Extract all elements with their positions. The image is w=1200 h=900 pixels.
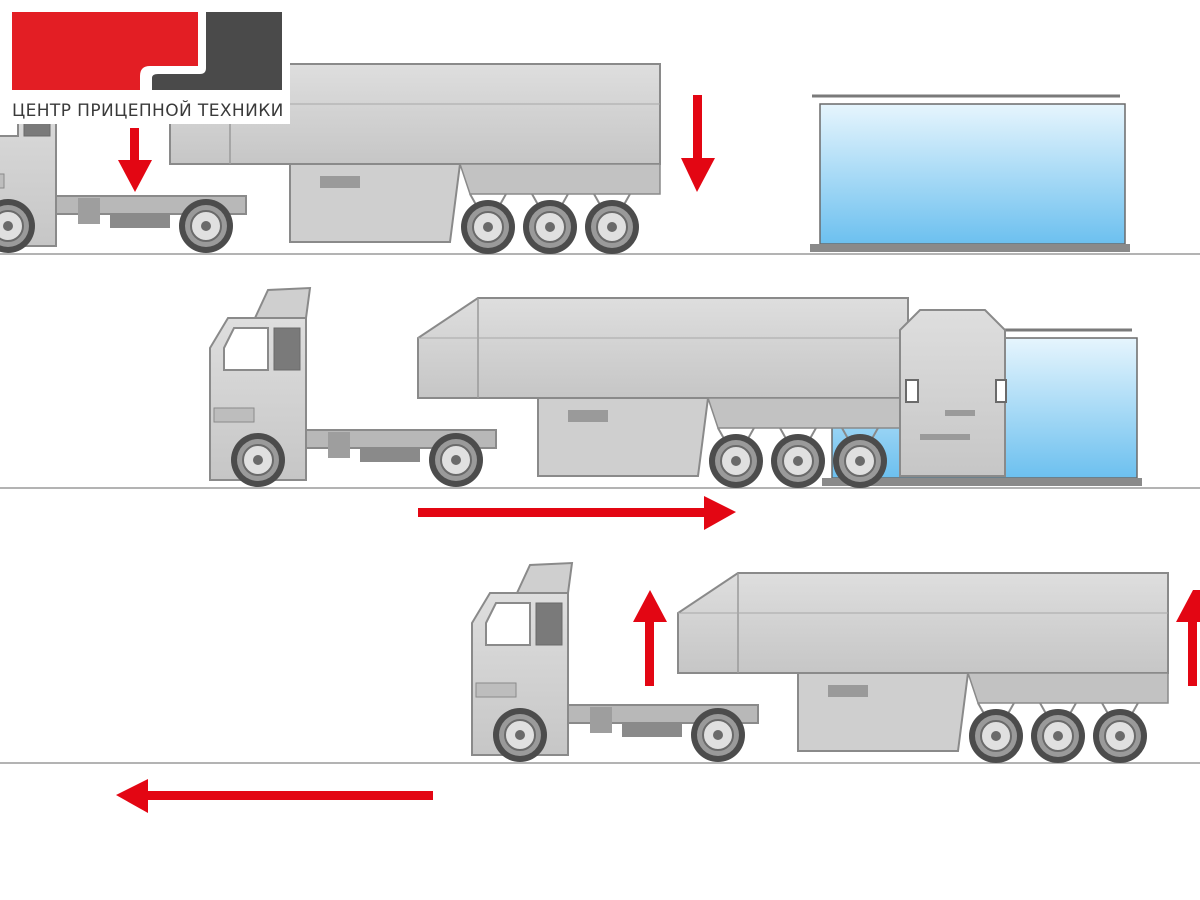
arrow-up-1: [633, 590, 667, 686]
trailer-3: [678, 573, 1168, 763]
step-3-scene: [116, 563, 1200, 813]
step-1-scene: [0, 54, 1132, 254]
ground-lines: [0, 253, 1200, 764]
arrow-up-2: [1176, 590, 1200, 686]
trailer-rear-frame: [899, 309, 1007, 477]
glass-rack-1: [808, 94, 1132, 254]
step-2-scene: [210, 288, 1144, 530]
company-logo: ЦЕНТР ПРИЦЕПНОЙ ТЕХНИКИ: [0, 0, 290, 124]
arrow-left: [116, 779, 433, 813]
arrow-down-1: [118, 128, 152, 192]
logo-text: ЦЕНТР ПРИЦЕПНОЙ ТЕХНИКИ: [12, 101, 284, 121]
arrow-down-2: [681, 95, 715, 192]
arrow-right: [418, 496, 736, 530]
logo-mark: [0, 0, 290, 124]
trailer-2: [418, 298, 908, 488]
